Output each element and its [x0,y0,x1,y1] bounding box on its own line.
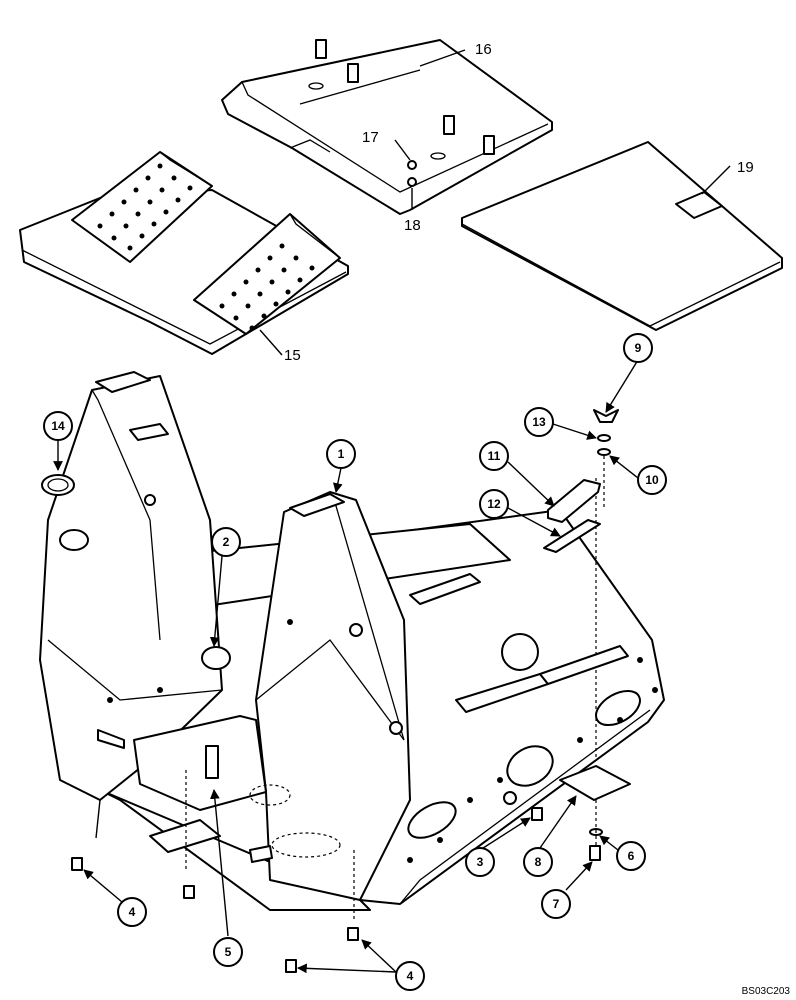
svg-text:4: 4 [407,969,414,983]
floor-plate-16 [221,39,553,215]
svg-text:2: 2 [223,535,230,549]
label-19: 19 [737,159,754,176]
svg-text:1: 1 [338,447,345,461]
callout-5: 5 [213,937,243,967]
callout-1: 1 [326,439,356,469]
grommet-4-right-b [285,959,297,973]
callout-11: 11 [479,441,509,471]
bolt-17 [407,160,417,170]
svg-text:14: 14 [51,419,65,433]
label-15: 15 [284,347,301,364]
callout-13: 13 [524,407,554,437]
callout-10: 10 [637,465,667,495]
callout-6: 6 [616,841,646,871]
label-17: 17 [362,129,379,146]
svg-text:10: 10 [645,473,659,487]
filler-cap-14 [41,474,75,496]
washer-13 [597,434,611,442]
svg-text:3: 3 [477,855,484,869]
cover-plate-19 [461,141,783,331]
callout-3: 3 [465,847,495,877]
svg-text:5: 5 [225,945,232,959]
figure-code: BS03C203 [742,986,791,997]
grommet-4-right-a [347,927,359,941]
svg-text:13: 13 [532,415,546,429]
callout-4-left: 4 [117,897,147,927]
callout-12: 12 [479,489,509,519]
cap-2 [201,646,231,670]
washer-18 [407,177,417,187]
svg-text:9: 9 [635,341,642,355]
label-16: 16 [475,41,492,58]
callout-2: 2 [211,527,241,557]
wing-nut-9 [593,409,619,423]
tread-holes [97,163,315,331]
filler-neck [59,529,89,551]
step-plate-15 [19,151,349,355]
callout-7: 7 [541,889,571,919]
switch-5 [205,745,219,779]
plate-8 [559,765,631,801]
grommet-4-left [71,857,83,871]
svg-text:4: 4 [129,905,136,919]
callout-8: 8 [523,847,553,877]
grommet-4-center [183,885,195,899]
gasket-12 [543,519,601,553]
callout-14: 14 [43,411,73,441]
svg-text:7: 7 [553,897,560,911]
bolt-7 [589,845,601,861]
label-18: 18 [404,217,421,234]
washer-10 [597,448,611,456]
leader-lines [53,49,731,974]
main-frame [39,371,665,920]
callout-4-right: 4 [395,961,425,991]
svg-text:6: 6 [628,849,635,863]
svg-text:12: 12 [487,497,501,511]
cover-11 [547,479,601,523]
grommet-3 [531,807,543,821]
callout-9: 9 [623,333,653,363]
svg-text:8: 8 [535,855,542,869]
svg-text:11: 11 [488,449,501,463]
